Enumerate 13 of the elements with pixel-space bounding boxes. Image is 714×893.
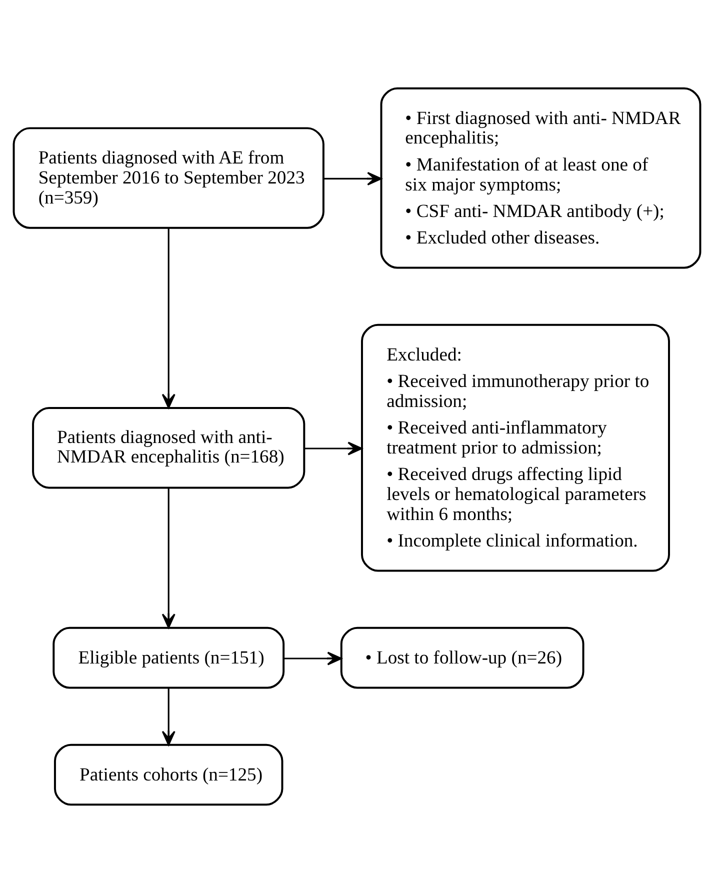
arrow	[284, 652, 342, 666]
node-box: Patients diagnosed with anti- NMDAR encephalitis (n=168)	[32, 406, 306, 489]
arrow	[162, 488, 176, 628]
arrow	[304, 442, 362, 456]
node-box: Patients diagnosed with AE from September 2016 to September 2023 (n=359)	[12, 127, 324, 229]
node-box: Eligible patients (n=151)	[52, 626, 285, 689]
node-box: Excluded: • Received immunotherapy prior to admission; • Received anti-inflammatory treatment prior to admission; • Received drugs affecting lipid levels or hematological parameters within 6 months; • Incomplete clinical information.	[360, 324, 670, 572]
arrow	[162, 228, 176, 408]
arrow	[162, 688, 176, 746]
arrow	[324, 172, 382, 186]
node-box: • First diagnosed with anti- NMDAR encephalitis; • Manifestation of at least one of six major symptoms; • CSF anti- NMDAR antibody (+); • Excluded other diseases.	[380, 87, 702, 269]
node-box: • Lost to follow-up (n=26)	[340, 626, 584, 689]
node-box: Patients cohorts (n=125)	[54, 744, 284, 806]
